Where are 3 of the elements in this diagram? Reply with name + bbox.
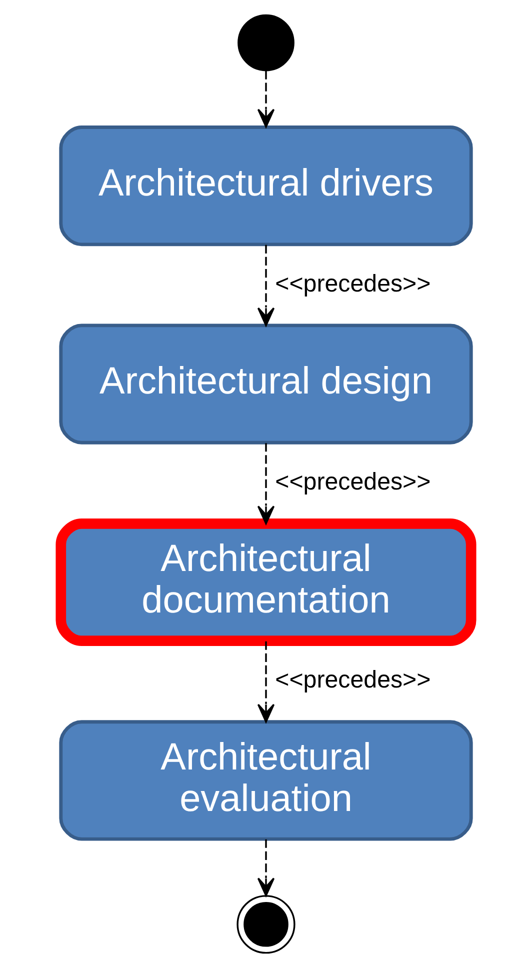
- edge-label: <<precedes>>: [275, 270, 431, 298]
- edge-label: <<precedes>>: [275, 468, 431, 496]
- edge-label: <<precedes>>: [275, 666, 431, 694]
